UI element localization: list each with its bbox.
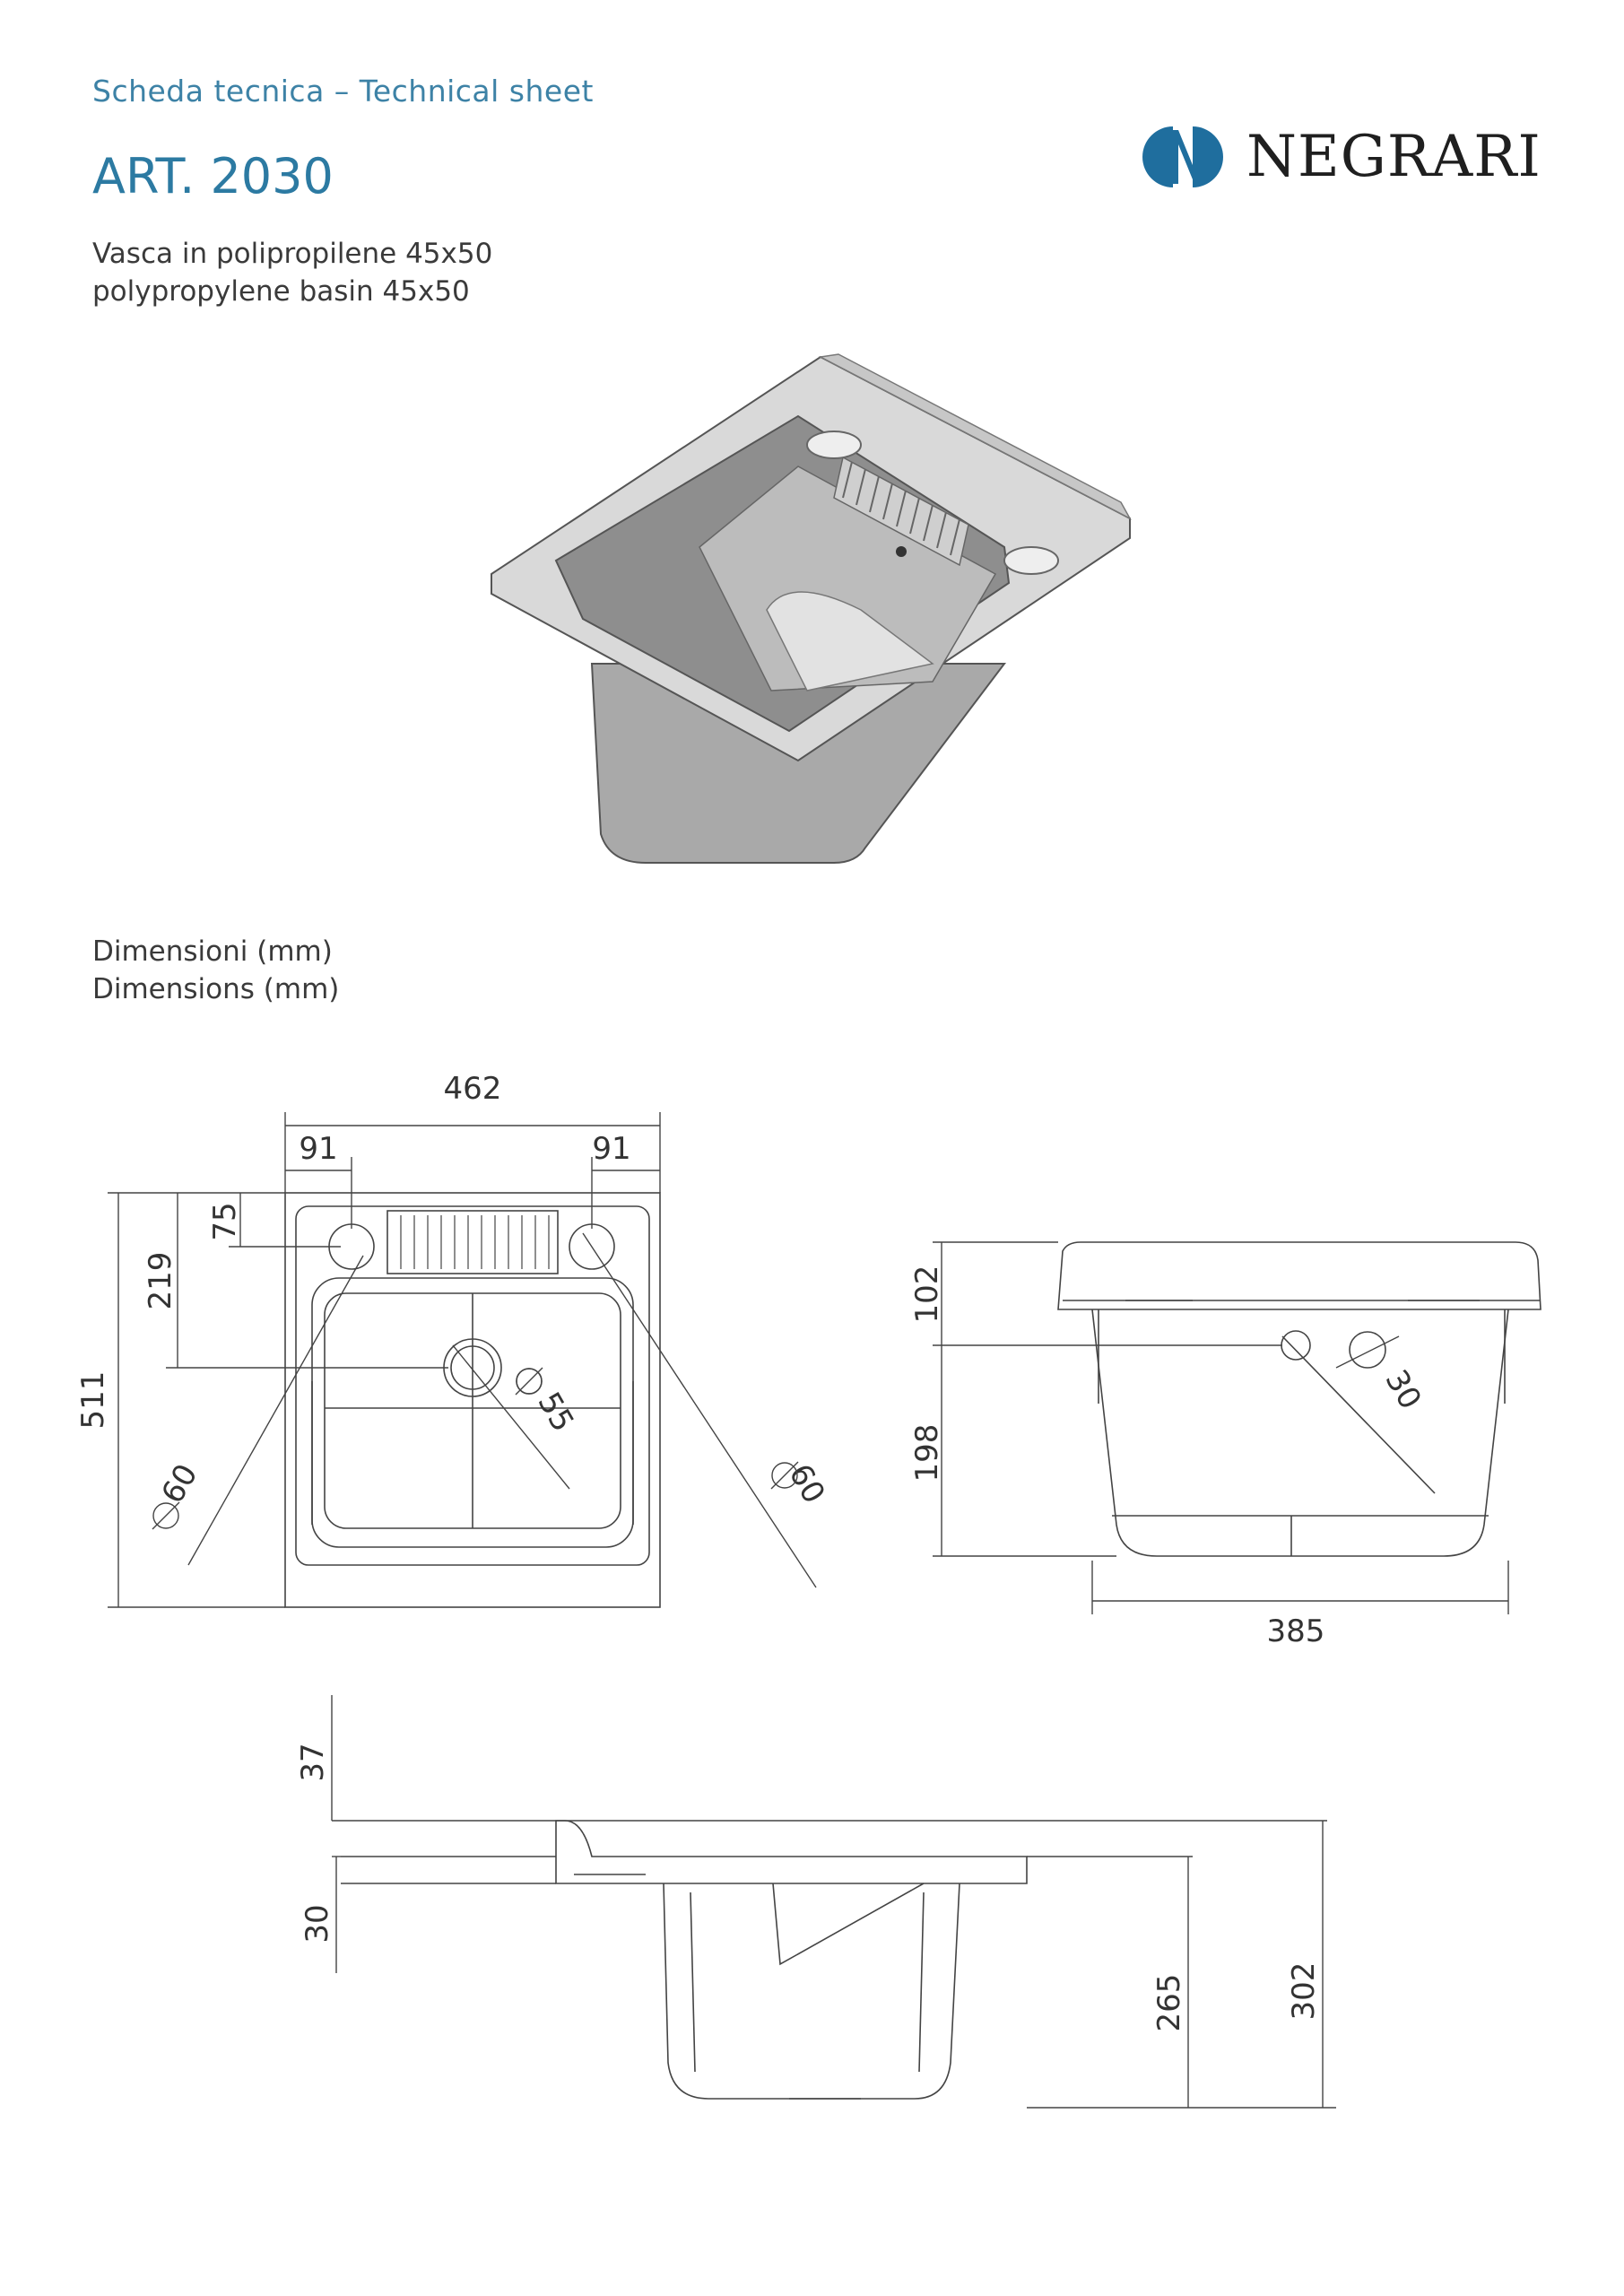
side-view-dimension-lines bbox=[331, 1695, 1336, 2109]
dimensions-heading: Dimensioni (mm) Dimensions (mm) bbox=[92, 933, 339, 1008]
dim-top-left-offset: 91 bbox=[299, 1131, 337, 1167]
dim-top-depth: 511 bbox=[75, 1371, 111, 1430]
dimensions-italian: Dimensioni (mm) bbox=[92, 935, 333, 968]
dimensions-english: Dimensions (mm) bbox=[92, 973, 340, 1005]
dim-front-width: 385 bbox=[1267, 1613, 1325, 1649]
dim-top-right-offset: 91 bbox=[592, 1131, 630, 1167]
dim-top-hole-offset: 219 bbox=[143, 1252, 178, 1310]
basin-3d-render bbox=[491, 353, 1132, 864]
front-view-dimension-lines bbox=[933, 1241, 1509, 1614]
dim-hole-right-diameter: 60 bbox=[781, 1458, 831, 1509]
description-english: polypropylene basin 45x50 bbox=[92, 275, 470, 308]
dim-top-rim-offset: 75 bbox=[207, 1202, 243, 1240]
description-italian: Vasca in polipropilene 45x50 bbox=[92, 238, 493, 270]
negrari-logo-mark bbox=[1142, 126, 1223, 187]
dim-top-width: 462 bbox=[444, 1071, 502, 1107]
top-view-drawing bbox=[284, 1192, 661, 1608]
product-description: Vasca in polipropilene 45x50 polypropyle… bbox=[92, 235, 492, 310]
dim-front-body-height: 198 bbox=[909, 1424, 945, 1483]
dim-side-total-height: 302 bbox=[1286, 1962, 1322, 2021]
article-number: ART. 2030 bbox=[92, 148, 334, 204]
side-view-drawing bbox=[341, 1820, 1028, 2100]
negrari-logo: NEGRARI bbox=[1137, 121, 1541, 193]
dim-front-overflow: 30 bbox=[1377, 1364, 1428, 1415]
document-subtitle: Scheda tecnica – Technical sheet bbox=[92, 74, 594, 109]
dim-side-basin-depth: 265 bbox=[1151, 1974, 1187, 2032]
top-view-dimension-lines bbox=[108, 1112, 817, 1608]
logo-wordmark: NEGRARI bbox=[1246, 124, 1541, 190]
dim-hole-left-diameter: 60 bbox=[154, 1458, 204, 1509]
diameter-symbol-icon bbox=[152, 1367, 799, 1530]
front-view-drawing bbox=[1057, 1241, 1541, 1557]
dim-front-rim-height: 102 bbox=[909, 1265, 945, 1324]
dim-side-rim-thickness: 30 bbox=[300, 1904, 335, 1943]
dim-drain-diameter: 55 bbox=[530, 1387, 580, 1438]
dim-side-board-height: 37 bbox=[295, 1743, 331, 1781]
